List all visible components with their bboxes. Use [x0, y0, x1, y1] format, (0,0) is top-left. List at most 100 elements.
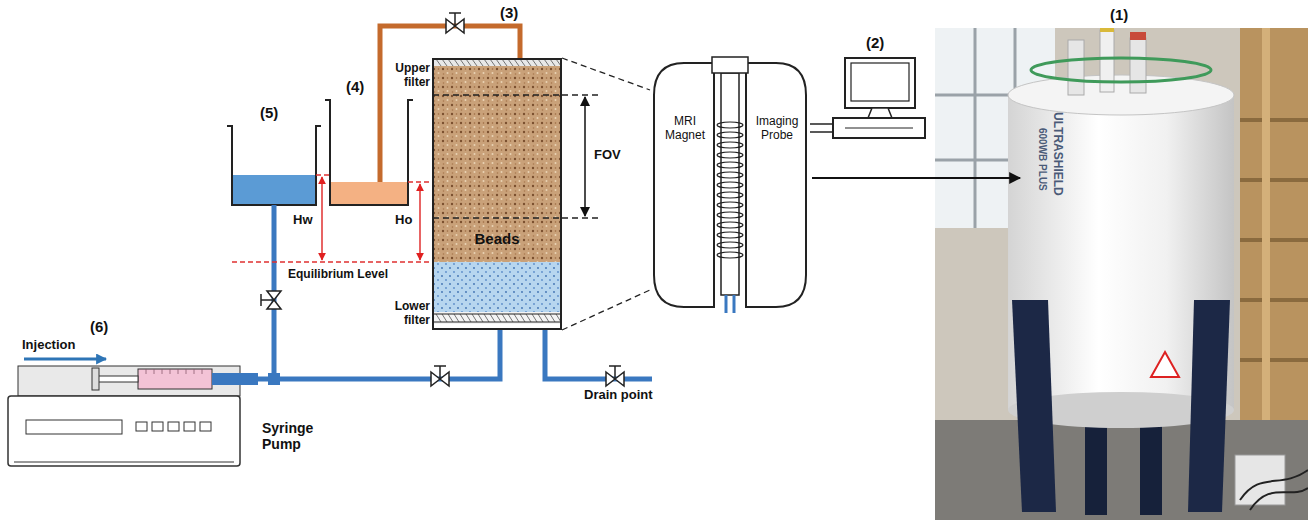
text-holder: (4): [346, 78, 364, 95]
pump-button: [136, 422, 147, 431]
oil-beaker: [325, 100, 413, 205]
pump-button: [200, 422, 211, 431]
probe-coil: [717, 152, 743, 158]
probe-coil: [717, 182, 743, 188]
filter-hatch: [538, 59, 543, 66]
filter: [433, 59, 561, 66]
barrel-mark: [162, 369, 163, 374]
callout-number: (2): [866, 34, 884, 51]
filter-hatch: [550, 314, 555, 322]
barrel-mark: [178, 369, 179, 374]
syringe-barrel: [138, 369, 212, 389]
text-holder: Syringe Pump: [262, 420, 328, 452]
part-label: Lower filter: [388, 300, 430, 328]
filter-hatch: [550, 59, 555, 66]
text-holder: MRI Magnet: [658, 115, 712, 143]
syringe-pump-outline: [6, 362, 258, 472]
level-lines: [232, 175, 432, 262]
probe-leg: [725, 295, 728, 313]
plunger-head: [92, 368, 99, 390]
text-holder: Drain point: [584, 388, 653, 403]
probe-coil: [717, 222, 743, 228]
cross-junction: [268, 373, 280, 385]
text-holder: Beads: [432, 230, 562, 247]
probe-coil: [717, 172, 743, 178]
filter-hatch: [466, 314, 471, 322]
barrel-mark: [186, 369, 187, 374]
filter-hatch: [532, 59, 537, 66]
callout-number: (3): [500, 4, 518, 21]
filter-line: [433, 314, 561, 315]
barrel-mark: [146, 369, 147, 374]
filter-hatch: [472, 314, 477, 322]
text-holder: (6): [90, 318, 108, 335]
barrel-mark: [202, 369, 203, 374]
filter-hatch: [538, 314, 543, 322]
probe-coil: [717, 202, 743, 208]
text-holder: FOV: [594, 148, 621, 163]
pump-carriage: [18, 366, 240, 396]
pump-button: [152, 422, 163, 431]
filter-hatch: [466, 59, 471, 66]
filter-hatch: [448, 59, 453, 66]
magnet-half: [746, 63, 806, 307]
syringe-nozzle: [212, 373, 258, 385]
text-holder: ULTRASHIELD: [1050, 112, 1064, 196]
probe-tube: [721, 73, 739, 295]
packed-column-outline: [432, 58, 562, 330]
filter-hatch: [514, 314, 519, 322]
filter-hatch: [502, 314, 507, 322]
callout-number: (5): [260, 104, 278, 121]
text-holder: Hw: [293, 213, 313, 228]
syringe-pump: Syringe Pump: [6, 362, 258, 472]
magnet-photo: [935, 28, 1308, 520]
probe-coil: [717, 162, 743, 168]
filter-hatch: [478, 59, 483, 66]
filter-hatch: [508, 59, 513, 66]
injection-arrow: [24, 359, 106, 360]
probe-coil: [717, 212, 743, 218]
text-holder: Upper filter: [388, 62, 430, 90]
probe-coil: [717, 192, 743, 198]
barrel-mark: [170, 369, 171, 374]
text-holder: Imaging Probe: [749, 115, 805, 143]
pump-button: [184, 422, 195, 431]
part-label: Injection: [22, 338, 75, 353]
mri-magnet-outline: [650, 55, 810, 315]
node-label: Beads: [432, 230, 562, 247]
barrel-mark: [194, 369, 195, 374]
fov-line: [433, 94, 561, 95]
filter-hatch: [502, 59, 507, 66]
packed-column: Beads: [432, 58, 562, 330]
text-holder: 600WB PLUS: [1037, 128, 1049, 191]
text-holder: Injection: [22, 338, 75, 353]
filter-hatch: [532, 314, 537, 322]
computer: [810, 58, 925, 138]
callout-number: (4): [346, 78, 364, 95]
filter-line: [433, 322, 561, 323]
zoom-line: [562, 290, 650, 330]
valve: [446, 13, 464, 33]
text-holder: Equilibrium Level: [288, 268, 388, 282]
dimension-label: Hw: [293, 213, 313, 228]
column-wall: [433, 59, 561, 329]
probe-coil: [717, 132, 743, 138]
photo-arrow: [812, 178, 1020, 179]
text-holder: (3): [500, 4, 518, 21]
plunger-rod: [98, 376, 138, 382]
filter-hatch: [478, 314, 483, 322]
probe-coil: [717, 242, 743, 248]
filter-hatch: [508, 314, 513, 322]
filter-hatch: [526, 314, 531, 322]
filter-hatch: [460, 59, 465, 66]
text-holder: (2): [866, 34, 884, 51]
filter-hatch: [496, 314, 501, 322]
filter-hatch: [484, 59, 489, 66]
filter-hatch: [520, 314, 525, 322]
filter-hatch: [544, 314, 549, 322]
filter-hatch: [442, 314, 447, 322]
magnet-half: [654, 63, 714, 307]
dimension-label: Ho: [395, 213, 412, 228]
text-holder: (1): [1110, 6, 1128, 23]
filter-hatch: [544, 59, 549, 66]
